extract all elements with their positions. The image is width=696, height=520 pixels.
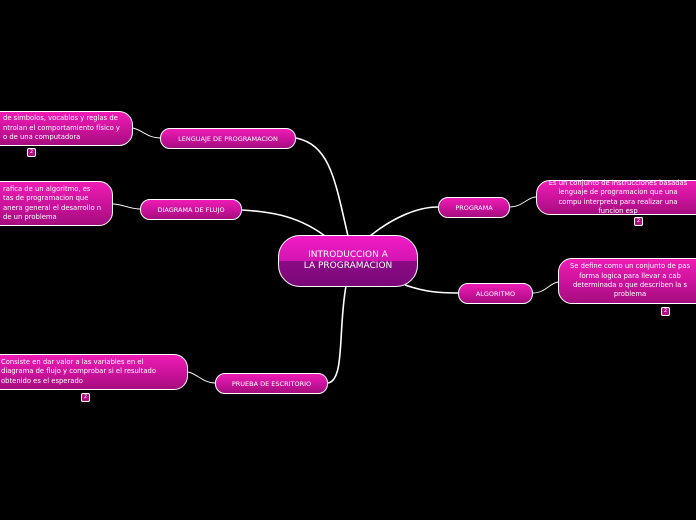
sublink-lenguaje	[132, 127, 161, 139]
link-diagrama	[241, 209, 331, 241]
sublink-algoritmo	[532, 281, 559, 294]
link-prueba	[327, 285, 347, 384]
sublink-programa	[509, 196, 537, 208]
description-text: Se define como un conjunto de pas forma …	[569, 262, 691, 299]
description-diagrama[interactable]: rafica de un algoritmo, es tas de progra…	[0, 181, 113, 226]
description-algoritmo[interactable]: Se define como un conjunto de pas forma …	[558, 258, 696, 304]
link-lenguaje	[295, 137, 349, 237]
sublink-diagrama	[112, 203, 141, 210]
topic-label: DIAGRAMA DE FLUJO	[157, 205, 225, 214]
comment-count-badge[interactable]: 2	[661, 307, 670, 316]
description-prueba[interactable]: Consiste en dar valor a las variables en…	[0, 354, 188, 390]
comment-count-badge[interactable]: 2	[27, 148, 36, 157]
topic-algoritmo[interactable]: ALGORITMO	[458, 283, 533, 304]
description-text: rafica de un algoritmo, es tas de progra…	[3, 184, 102, 221]
topic-label: LENGUAJE DE PROGRAMACION	[178, 134, 278, 143]
central-topic-label: INTRODUCCION A LA PROGRAMACION	[303, 250, 393, 271]
topic-diagrama-de-flujo[interactable]: DIAGRAMA DE FLUJO	[140, 199, 242, 220]
topic-label: ALGORITMO	[475, 289, 516, 298]
link-algoritmo	[404, 284, 459, 294]
comment-count-badge[interactable]: 2	[81, 393, 90, 402]
comment-count-badge[interactable]: 2	[634, 217, 643, 226]
topic-lenguaje-de-programacion[interactable]: LENGUAJE DE PROGRAMACION	[160, 128, 296, 149]
description-programa[interactable]: Es un conjunto de instrucciones basadas …	[536, 178, 696, 215]
topic-prueba-de-escritorio[interactable]: PRUEBA DE ESCRITORIO	[215, 373, 328, 394]
description-text: Es un conjunto de instrucciones basadas …	[548, 178, 688, 215]
description-text: de simbolos, vocablos y reglas de ntrola…	[3, 114, 120, 142]
sublink-prueba	[187, 371, 216, 384]
topic-programa[interactable]: PROGRAMA	[438, 197, 510, 218]
central-topic[interactable]: INTRODUCCION A LA PROGRAMACION	[278, 235, 418, 287]
topic-label: PROGRAMA	[455, 203, 493, 212]
description-text: Consiste en dar valor a las variables en…	[1, 357, 156, 385]
description-lenguaje[interactable]: de simbolos, vocablos y reglas de ntrola…	[0, 111, 133, 146]
topic-label: PRUEBA DE ESCRITORIO	[231, 379, 312, 388]
link-programa	[369, 206, 439, 237]
